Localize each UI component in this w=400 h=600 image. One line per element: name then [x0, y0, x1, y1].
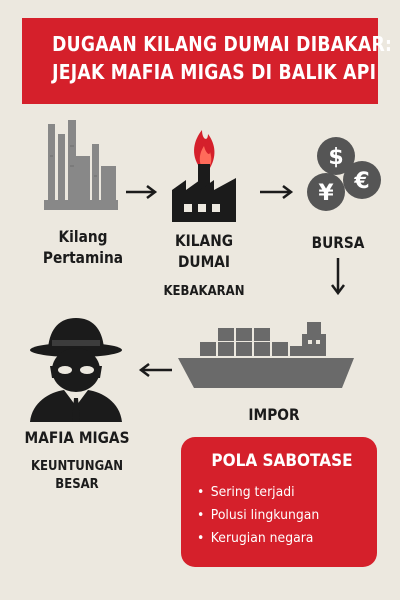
- currency-coins-icon: $ ¥ €: [307, 137, 381, 211]
- arrow-down: [331, 258, 345, 296]
- masked-man-icon: [30, 318, 122, 422]
- euro-symbol: €: [353, 169, 369, 194]
- title-line-2: JEJAK MAFIA MIGAS DI BALIK API: [52, 60, 377, 84]
- pola-sabotase-list: Sering terjadi Polusi lingkungan Kerugia…: [197, 481, 367, 550]
- kilang-dumai-line2: DUMAI: [177, 252, 231, 271]
- dollar-symbol: $: [328, 145, 343, 170]
- label-mafia-migas: MAFIA MIGAS: [24, 428, 130, 447]
- label-kilang-dumai: KILANG DUMAI: [158, 230, 251, 272]
- arrow-right-1: [126, 185, 158, 199]
- pola-item-kerugian: Kerugian negara: [197, 527, 353, 550]
- keuntungan-line1: KEUNTUNGAN: [30, 459, 124, 474]
- label-impor: IMPOR: [248, 405, 300, 424]
- label-bursa: BURSA: [311, 233, 365, 252]
- pola-item-polusi: Polusi lingkungan: [197, 504, 353, 527]
- pola-sabotase-box: POLA SABOTASE Sering terjadi Polusi ling…: [181, 437, 377, 567]
- title-line-1: DUGAAN KILANG DUMAI DIBAKAR:: [52, 32, 393, 56]
- label-kebakaran: KEBAKARAN: [163, 284, 245, 299]
- kilang-pertamina-line1: Kilang: [58, 227, 108, 246]
- kilang-pertamina-line2: Pertamina: [42, 248, 124, 267]
- factory-fire-icon: [172, 130, 236, 222]
- refinery-icon: [44, 120, 118, 210]
- label-kilang-pertamina: Kilang Pertamina: [37, 226, 128, 268]
- keuntungan-line2: BESAR: [55, 477, 99, 492]
- kilang-dumai-line1: KILANG: [174, 231, 233, 250]
- title-banner: DUGAAN KILANG DUMAI DIBAKAR: JEJAK MAFIA…: [22, 18, 393, 104]
- arrow-right-2: [260, 185, 294, 199]
- yen-symbol: ¥: [318, 181, 334, 206]
- pola-sabotase-title: POLA SABOTASE: [211, 451, 353, 471]
- arrow-left: [138, 363, 172, 377]
- label-keuntungan-besar: KEUNTUNGAN BESAR: [19, 458, 136, 494]
- cargo-ship-icon: [178, 322, 354, 388]
- pola-item-sering: Sering terjadi: [197, 481, 353, 504]
